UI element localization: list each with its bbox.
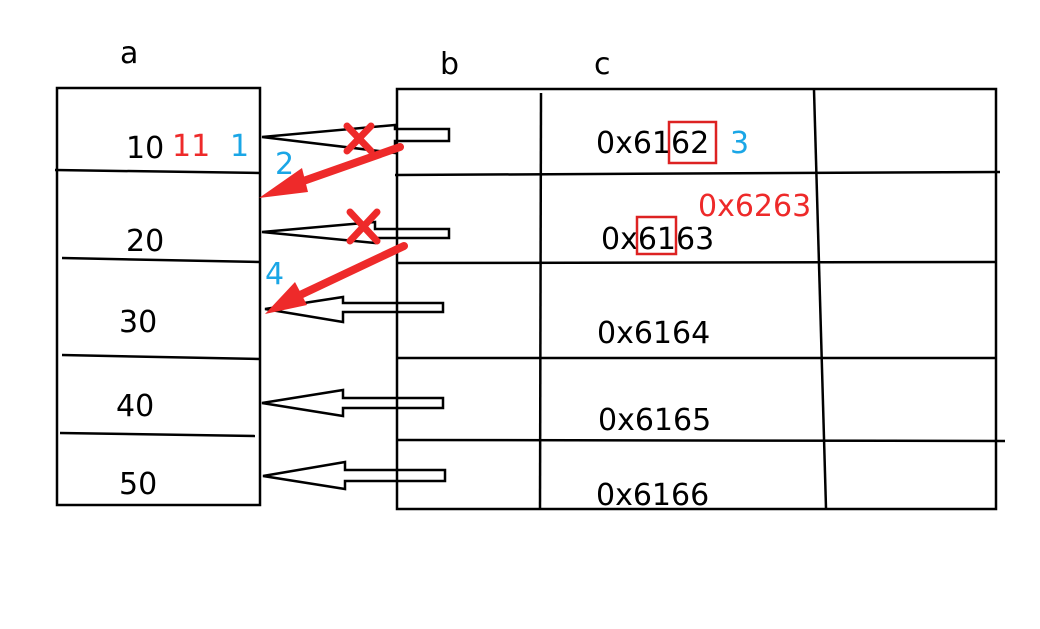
pointer-table <box>394 87 1006 511</box>
overwrite-address-label: 0x6263 <box>698 189 811 224</box>
array-a-value: 40 <box>116 389 154 424</box>
address-value: 0x6164 <box>597 316 710 351</box>
step-label-2: 2 <box>275 147 294 182</box>
array-a-divider <box>54 168 261 175</box>
table-row-divider <box>396 260 997 265</box>
step-label-3: 3 <box>730 126 749 161</box>
array-a-divider <box>61 353 261 361</box>
pointer-arrow <box>262 460 447 491</box>
overwrite-value-label: 11 <box>172 129 210 164</box>
address-value: 0x6162 <box>596 126 709 161</box>
array-a-value: 20 <box>126 224 164 259</box>
cross-mark-icon <box>346 208 381 245</box>
cross-mark-icon <box>343 122 375 155</box>
pointer-arrow <box>264 295 445 324</box>
address-value: 0x6166 <box>596 478 709 513</box>
array-a-value: 10 <box>126 131 164 166</box>
step-label-4: 4 <box>265 257 284 292</box>
array-a-box <box>54 86 262 507</box>
array-a-divider <box>59 431 256 438</box>
byte-highlight-box <box>667 120 718 165</box>
pointer-arrow <box>261 123 451 155</box>
pointer-arrow <box>261 220 451 245</box>
table-row-divider <box>396 438 1006 443</box>
table-column-divider <box>812 89 828 509</box>
table-column-divider <box>538 92 543 509</box>
header-c: c <box>594 47 611 82</box>
array-a-divider <box>61 256 261 264</box>
array-a-value: 50 <box>119 467 157 502</box>
array-a-value: 30 <box>119 305 157 340</box>
header-b: b <box>440 47 459 82</box>
byte-highlight-box <box>635 215 678 256</box>
address-value: 0x6163 <box>601 222 714 257</box>
step-label-1: 1 <box>230 129 249 164</box>
address-value: 0x6165 <box>598 403 711 438</box>
header-a: a <box>120 36 138 71</box>
moved-pointer-arrow <box>265 242 408 314</box>
pointer-arrow <box>261 388 445 418</box>
moved-pointer-arrow <box>259 143 404 198</box>
table-row-divider <box>394 170 1001 177</box>
